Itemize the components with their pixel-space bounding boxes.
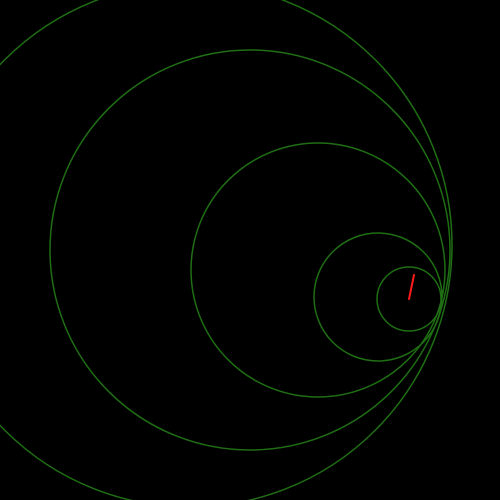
ring-1 (0, 0, 453, 500)
ring-4 (313, 232, 443, 362)
rings-group (0, 0, 453, 500)
pointer-marker (408, 274, 415, 300)
ring-3 (190, 142, 446, 398)
ring-2 (49, 49, 451, 451)
ring-5 (376, 266, 442, 332)
